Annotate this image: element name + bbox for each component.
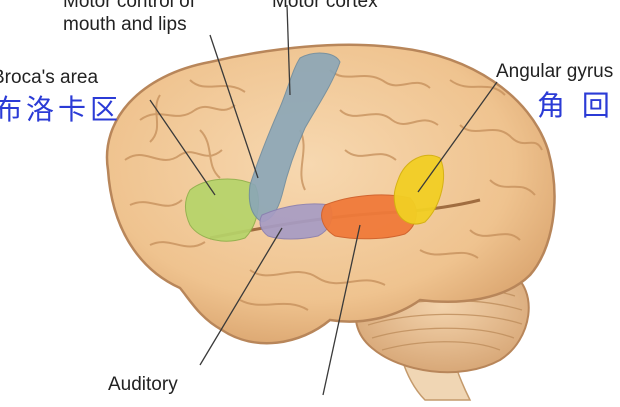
broca-region (186, 179, 259, 241)
label-broca-cn: 布洛卡区 (0, 96, 122, 124)
label-motor-cortex: Motor cortex (272, 0, 378, 11)
label-motor-control-bottom: mouth and lips (63, 15, 187, 34)
label-angular-en: Angular gyrus (496, 62, 613, 81)
label-broca-en: Broca's area (0, 68, 98, 87)
label-auditory-en: Auditory (108, 375, 178, 394)
label-motor-control-top: Motor control of (63, 0, 195, 11)
cerebrum (107, 45, 554, 343)
label-angular-cn: 角 回 (537, 92, 614, 120)
